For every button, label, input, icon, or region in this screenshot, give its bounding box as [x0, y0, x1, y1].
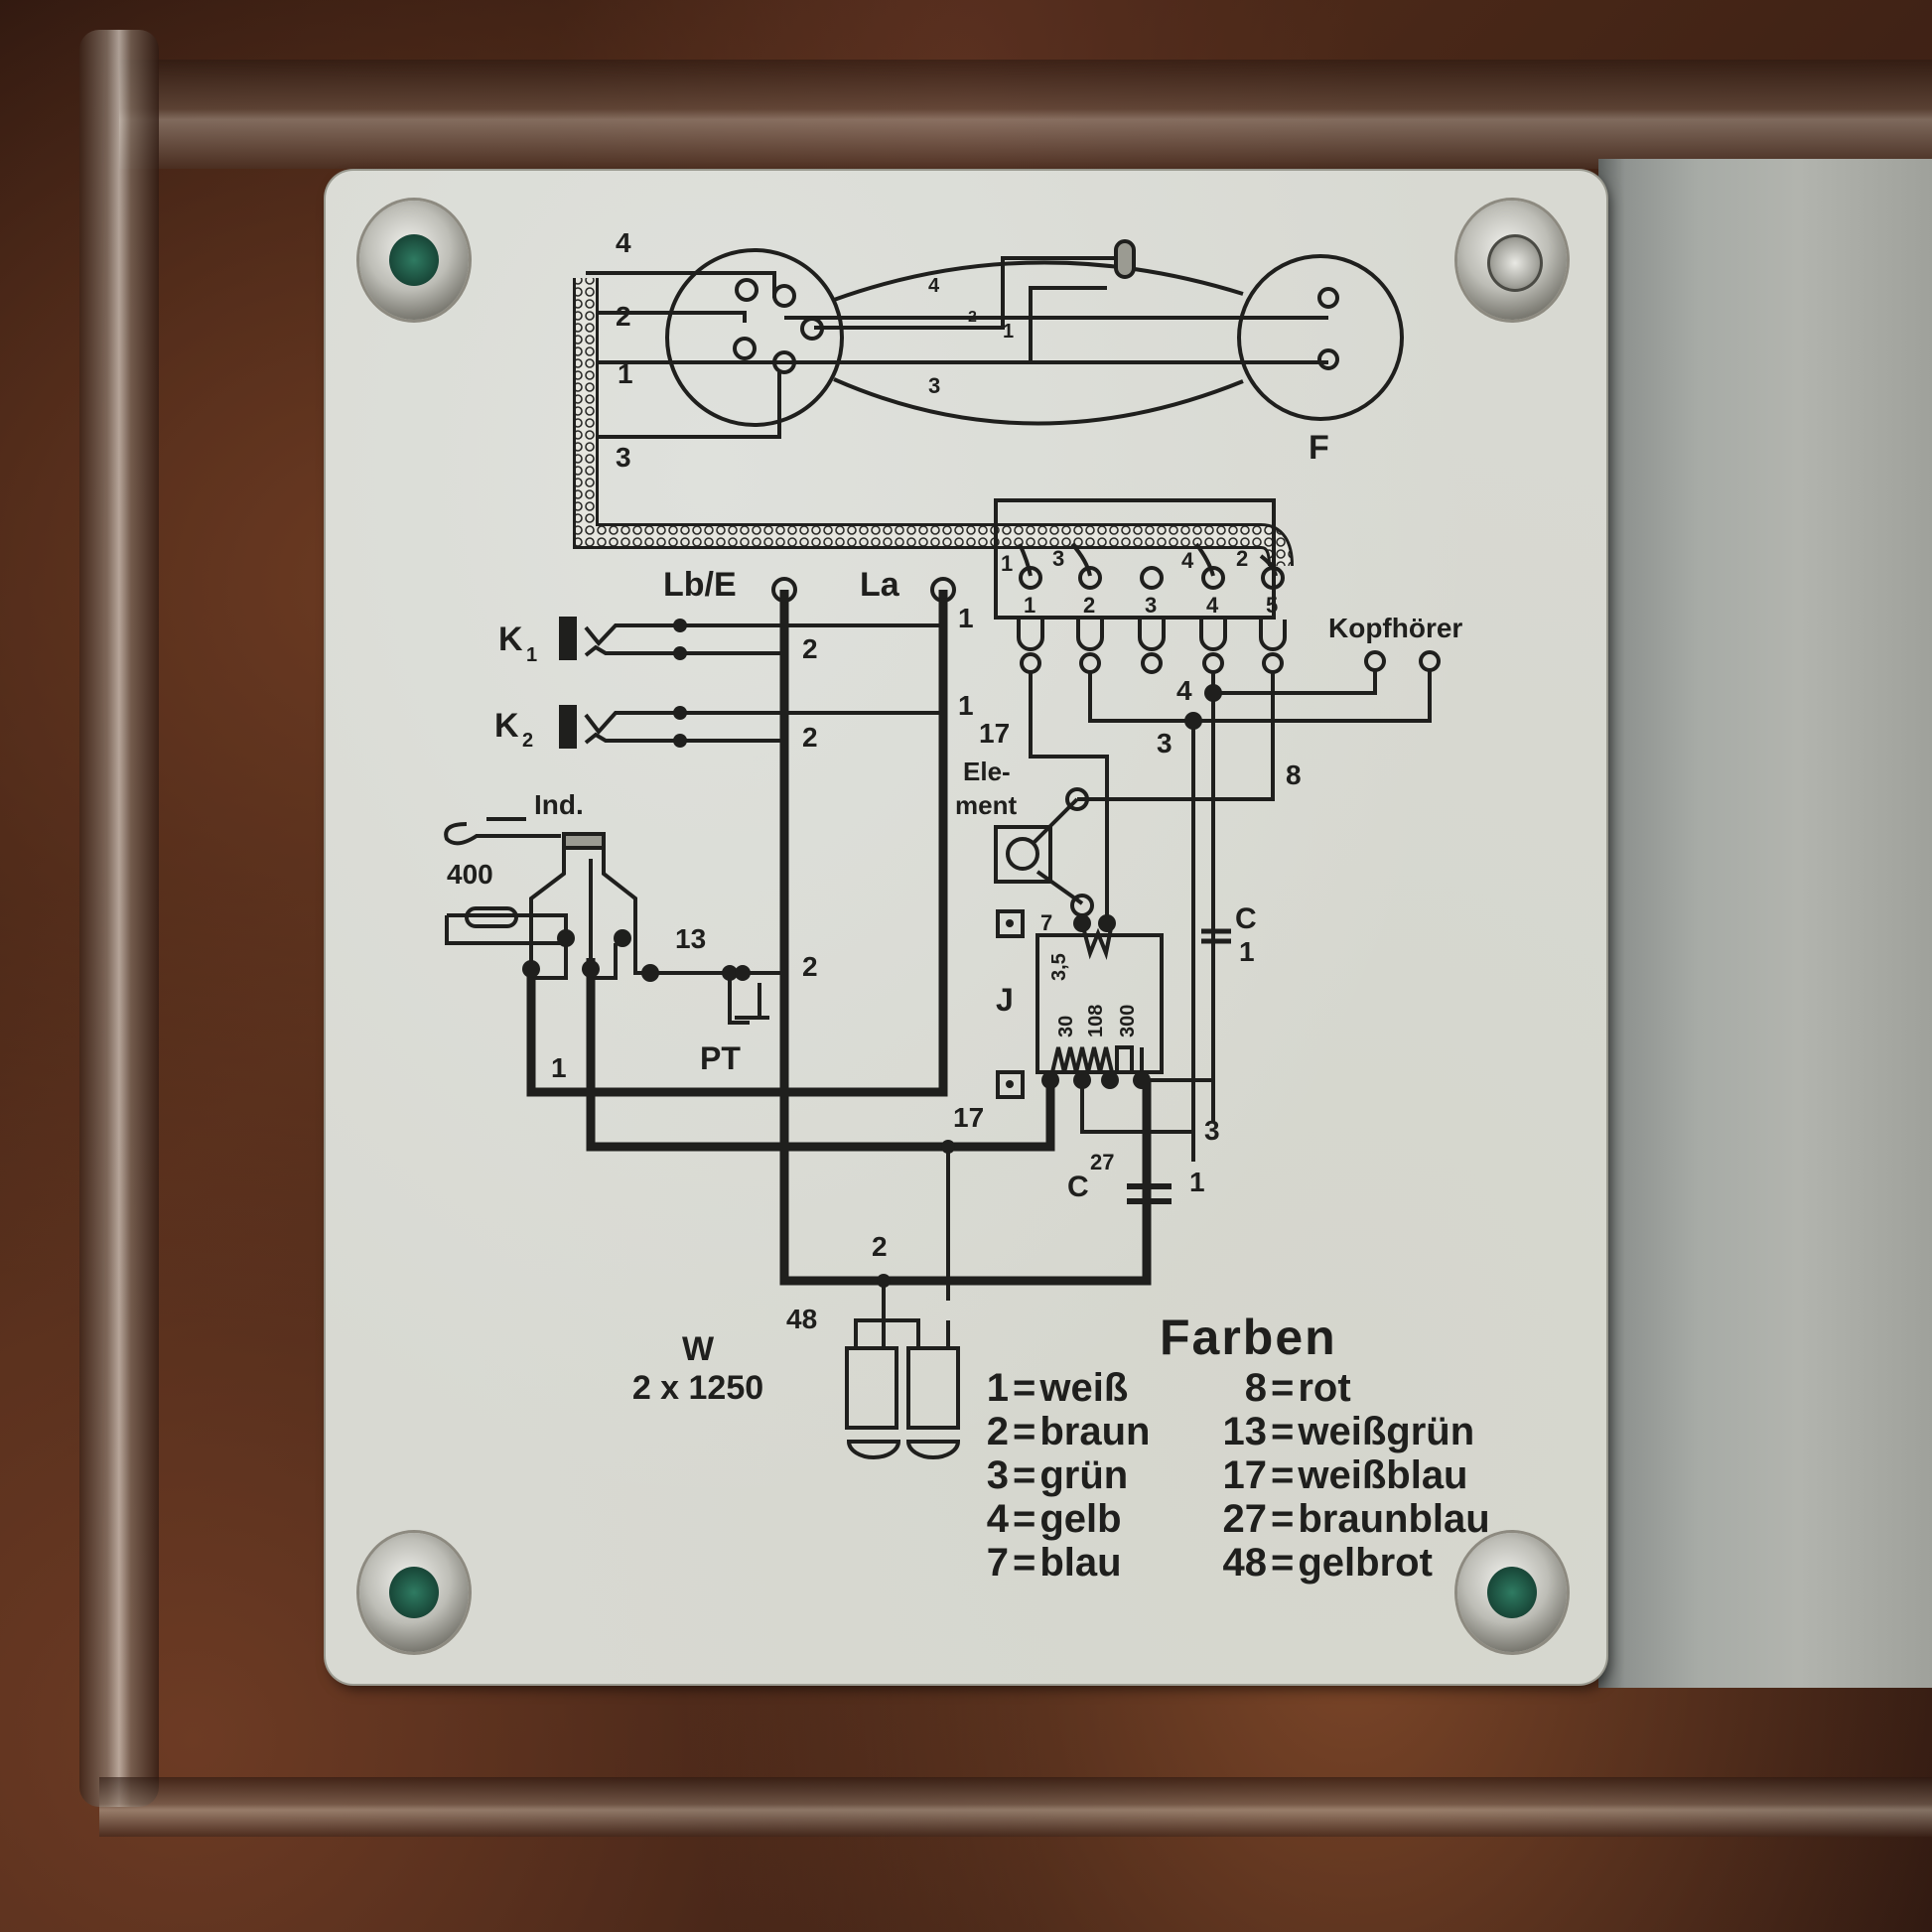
case-frame-bottom — [99, 1777, 1932, 1837]
inductor — [444, 817, 715, 980]
wire-number: 17 — [953, 1102, 984, 1133]
wire-label: 1 — [618, 358, 633, 389]
terminal-number: 2 — [1083, 593, 1095, 618]
legend-row: 48=gelbrot — [1222, 1541, 1433, 1585]
key-k1-label: K — [498, 621, 523, 658]
capacitor-value: 1 — [1189, 1167, 1205, 1197]
wire-number: 3 — [1204, 1115, 1220, 1146]
legend-row: 4=gelb — [986, 1497, 1122, 1541]
handset-group — [586, 239, 1404, 439]
screw-top-right-icon — [1457, 201, 1567, 320]
legend-row: 2=braun — [986, 1410, 1151, 1453]
case-frame-top — [119, 60, 1932, 169]
capacitor-label: C — [1235, 902, 1257, 935]
wire-label: 1 — [1003, 321, 1014, 343]
ringer-label: W 2 x 1250 — [614, 1330, 782, 1408]
capacitor-value: 1 — [1239, 936, 1255, 967]
wire-number: 2 — [802, 633, 818, 664]
capacitor-c1 — [1201, 928, 1231, 944]
wire-label: 4 — [616, 227, 631, 258]
push-button-pt — [650, 971, 784, 1025]
wire-number: 8 — [1286, 759, 1302, 790]
legend-row: 1=weiß — [986, 1366, 1129, 1410]
inductor-label: Ind. — [534, 789, 584, 820]
wire-number: 1 — [958, 603, 974, 633]
ringer-spec: 2 x 1250 — [631, 1369, 764, 1407]
legend-row: 7=blau — [986, 1541, 1122, 1585]
terminal-number: 3 — [1145, 593, 1157, 618]
legend-right-column: 8=rot 13=weißgrün 17=weißblau 27=braunbl… — [1211, 1366, 1490, 1585]
terminal-number: 1 — [1024, 593, 1035, 618]
receiver-label: F — [1309, 429, 1329, 467]
key-k1-sub: 1 — [526, 644, 537, 666]
winding-value: 3,5 — [1048, 953, 1070, 981]
wire-number: 2 — [872, 1231, 888, 1262]
wire-label: 3 — [928, 373, 940, 398]
terminal-number: 5 — [1266, 593, 1278, 618]
screw-bottom-right-icon — [1457, 1533, 1567, 1652]
key-k2-sub: 2 — [522, 730, 533, 752]
capacitor-c27 — [1127, 1183, 1172, 1204]
wire-number: 48 — [786, 1304, 817, 1334]
wire-label: 2 — [968, 309, 977, 326]
push-button-label: PT — [700, 1040, 741, 1076]
diagram-plate — [326, 171, 1606, 1684]
wire-number: 1 — [958, 690, 974, 721]
la-label: La — [860, 566, 900, 604]
receiver-circle — [1237, 254, 1404, 421]
microphone-circle — [665, 248, 844, 427]
legend-row: 17=weißblau — [1222, 1453, 1468, 1497]
ringer-name: W — [681, 1330, 715, 1368]
main-wiring — [526, 590, 1152, 1286]
legend-title: Farben — [1160, 1310, 1337, 1365]
terminal-number: 4 — [1206, 593, 1219, 618]
wire-number: 7 — [1040, 910, 1052, 935]
lb-e-label: Lb/E — [663, 566, 737, 604]
metal-panel — [1598, 159, 1932, 1688]
legend-left-column: 1=weiß 2=braun 3=grün 4=gelb 7=blau — [981, 1366, 1151, 1585]
legend-row: 27=braunblau — [1222, 1497, 1490, 1541]
keys — [559, 617, 943, 749]
screw-bottom-left-icon — [359, 1533, 469, 1652]
wire-number: 13 — [675, 923, 706, 954]
element-label: ment — [955, 790, 1017, 820]
legend-row: 8=rot — [1244, 1366, 1351, 1410]
coil-j — [996, 909, 1164, 1099]
legend-row: 3=grün — [986, 1453, 1129, 1497]
capacitor-label: C — [1067, 1171, 1089, 1203]
wire-number: 1 — [551, 1052, 567, 1083]
coil-label: J — [996, 982, 1014, 1018]
case-frame-left — [79, 30, 159, 1807]
screw-top-left-icon — [359, 201, 469, 320]
element-label: Ele- — [963, 757, 1011, 786]
wire-label: 2 — [616, 301, 631, 332]
wire-label: 4 — [928, 275, 940, 297]
legend-row: 13=weißgrün — [1222, 1410, 1475, 1453]
terminal-wire-label: 1 — [1001, 551, 1013, 576]
terminal-block — [994, 498, 1441, 1162]
ringer-w — [845, 1318, 961, 1459]
key-k2-label: K — [494, 707, 519, 745]
winding-value: 108 — [1085, 1005, 1107, 1037]
headphone-label: Kopfhörer — [1328, 613, 1462, 643]
line-terminals — [771, 577, 956, 603]
terminal-wire-label: 2 — [1236, 546, 1248, 571]
winding-value: 300 — [1117, 1005, 1139, 1037]
wire-number: 4 — [1176, 675, 1192, 706]
terminal-wire-label: 3 — [1052, 546, 1064, 571]
wire-number: 3 — [1157, 728, 1173, 759]
wire-number: 2 — [802, 951, 818, 982]
winding-value: 30 — [1055, 1016, 1077, 1037]
terminal-wire-label: 4 — [1181, 548, 1194, 573]
wire-label: 3 — [616, 442, 631, 473]
capacitor-label-sup: 27 — [1090, 1150, 1114, 1174]
wire-number: 17 — [979, 718, 1010, 749]
inductor-resistance: 400 — [447, 859, 493, 890]
wire-number: 2 — [802, 722, 818, 753]
